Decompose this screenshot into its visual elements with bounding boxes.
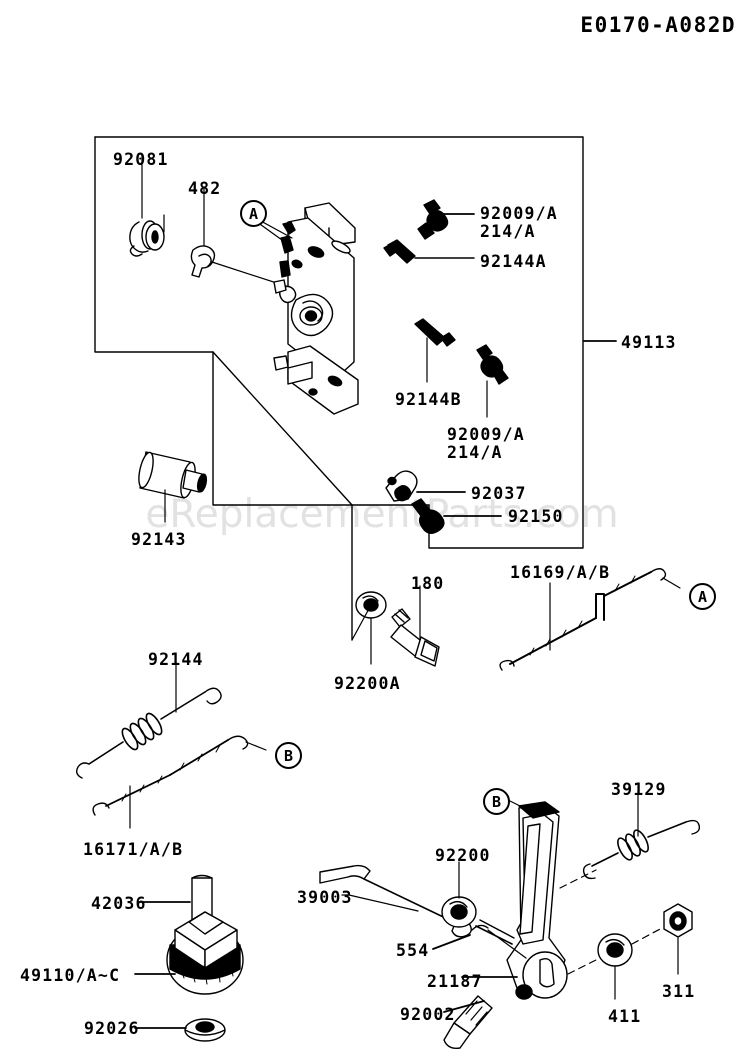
part-number-label: 42036 [91,894,147,913]
leader-marker-a-top [256,221,283,241]
part-311 [631,903,693,975]
part-92150 [411,498,502,534]
part-number-label: 482 [188,179,222,198]
part-number-label: 16169/A/B [510,563,611,582]
part-21187-lever [461,795,568,1000]
group-marker-a: A [240,200,267,227]
part-number-label: 92144A [480,252,547,271]
part-92144-spring [75,664,222,779]
part-554 [432,919,527,959]
part-number-label: 39003 [297,888,353,907]
part-92143 [138,451,208,523]
part-number-label: 554 [396,941,430,960]
part-92200 [441,861,477,928]
part-number-label: 92081 [113,150,169,169]
part-92037 [385,470,466,502]
group-marker-a: A [689,583,716,610]
part-49113-bracket [247,202,359,415]
part-number-label: 92009/A [480,204,558,223]
part-92200A [351,591,387,665]
part-number-label: 214/A [480,222,536,241]
part-number-label: 214/A [447,443,503,462]
part-92009A-mid [476,344,509,418]
part-482 [190,187,293,289]
part-92144B [414,318,456,383]
part-92144A [383,239,475,264]
part-number-label: 92150 [508,507,564,526]
part-16169AB [499,568,681,671]
part-number-label: 92200 [435,846,491,865]
part-92081 [129,154,165,257]
part-number-label: 92200A [334,674,401,693]
part-number-label: 92144B [395,390,462,409]
part-411 [567,933,633,1000]
part-92002 [443,995,493,1050]
part-number-label: 16171/A/B [83,840,184,859]
part-number-label: 92002 [400,1005,456,1024]
part-39129-spring [559,789,701,889]
part-number-label: 92037 [471,484,527,503]
part-92009A-top [417,199,475,240]
part-number-label: 39129 [611,780,667,799]
part-number-label: 92143 [131,530,187,549]
part-number-label: 92026 [84,1019,140,1038]
part-number-label: 92144 [148,650,204,669]
part-number-label: 180 [411,574,445,593]
part-number-label: 92009/A [447,425,525,444]
group-marker-b: B [275,742,302,769]
part-92026 [134,1018,226,1042]
part-49110-gear [134,911,244,995]
part-number-label: 49110/A~C [20,966,121,985]
part-number-label: 49113 [621,333,677,352]
group-marker-b: B [483,788,510,815]
part-number-label: 311 [662,982,696,1001]
part-number-label: 411 [608,1007,642,1026]
part-180 [390,585,440,667]
part-number-label: 21187 [427,972,483,991]
part-16171AB [92,735,267,829]
diagram-number-title: E0170-A082D [580,13,736,37]
